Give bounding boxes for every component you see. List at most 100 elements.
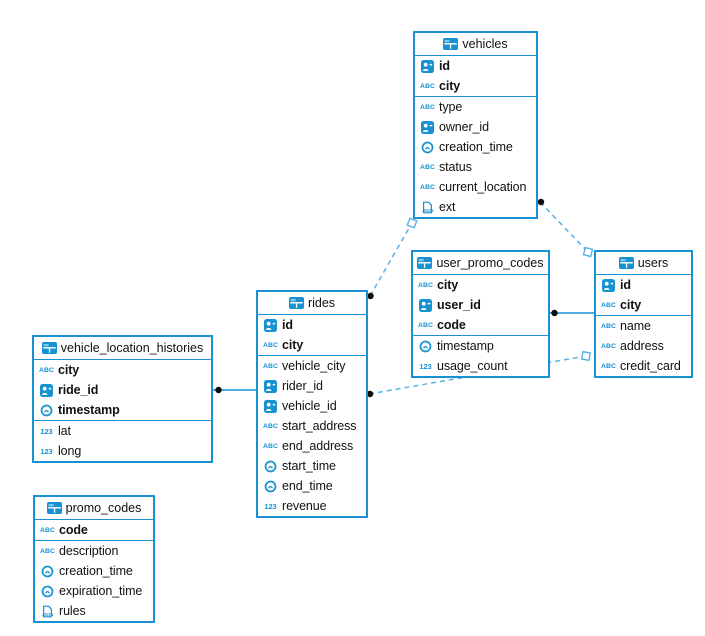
column-row: ride_id [34,380,211,400]
relationship-line [369,222,413,297]
id-type-icon [263,379,278,393]
string-type-icon: ABC [39,526,56,534]
table-header[interactable]: users [596,252,691,275]
table-header[interactable]: rides [258,292,366,315]
json-type-icon: JSON [420,201,435,214]
cardinality-dot-marker [215,386,222,394]
table-header[interactable]: vehicle_location_histories [34,337,211,360]
column-name: start_address [282,419,357,433]
string-type-icon: ABC [419,183,436,191]
column-name: type [439,100,463,114]
column-name: id [439,59,450,73]
column-name: ext [439,200,456,214]
column-row: creation_time [35,561,153,581]
column-name: city [437,278,459,292]
id-type-icon [39,383,54,397]
string-type-icon: ABC [262,341,279,349]
column-name: usage_count [437,359,508,373]
column-row: expiration_time [35,581,153,601]
column-name: creation_time [439,140,513,154]
column-name: owner_id [439,120,489,134]
column-name: end_address [282,439,354,453]
table-title: vehicle_location_histories [60,341,204,355]
cardinality-dot-marker [367,292,374,300]
column-name: timestamp [437,339,494,353]
column-name: city [282,338,304,352]
column-row: id [258,315,366,335]
table-icon [443,38,459,50]
column-row: JSON ext [415,197,536,217]
numeric-type-icon: 123 [40,446,53,456]
timestamp-type-icon [418,340,433,353]
column-name: credit_card [620,359,681,373]
column-name: creation_time [59,564,133,578]
column-row: vehicle_id [258,396,366,416]
column-row: creation_time [415,137,536,157]
timestamp-type-icon [420,141,435,154]
column-row: owner_id [415,117,536,137]
string-type-icon: ABC [39,547,56,555]
column-name: vehicle_id [282,399,337,413]
column-name: description [59,544,119,558]
table-title: promo_codes [65,501,142,515]
column-name: city [58,363,80,377]
column-name: name [620,319,651,333]
table-header[interactable]: vehicles [415,33,536,56]
table-header[interactable]: user_promo_codes [413,252,548,275]
column-name: timestamp [58,403,120,417]
timestamp-type-icon [263,480,278,493]
table-header[interactable]: promo_codes [35,497,153,520]
string-type-icon: ABC [419,103,436,111]
table-title: vehicles [462,37,508,51]
timestamp-type-icon [40,585,55,598]
numeric-type-icon: 123 [40,426,53,436]
column-name: city [439,79,461,93]
column-row: user_id [413,295,548,315]
column-name: status [439,160,472,174]
string-type-icon: ABC [600,362,617,370]
table-icon [46,502,62,514]
string-type-icon: ABC [419,163,436,171]
column-row: start_time [258,456,366,476]
string-type-icon: ABC [417,321,434,329]
string-type-icon: ABC [600,342,617,350]
table-icon [41,342,57,354]
table-icon [618,257,634,269]
table-title: user_promo_codes [436,256,544,270]
table-icon [288,297,304,309]
column-name: expiration_time [59,584,143,598]
table-icon [417,257,433,269]
relationship-line [539,201,589,253]
timestamp-type-icon [263,460,278,473]
table-title: users [637,256,669,270]
column-row: timestamp [34,400,211,420]
json-type-icon: JSON [40,605,55,618]
column-row: timestamp [413,336,548,356]
